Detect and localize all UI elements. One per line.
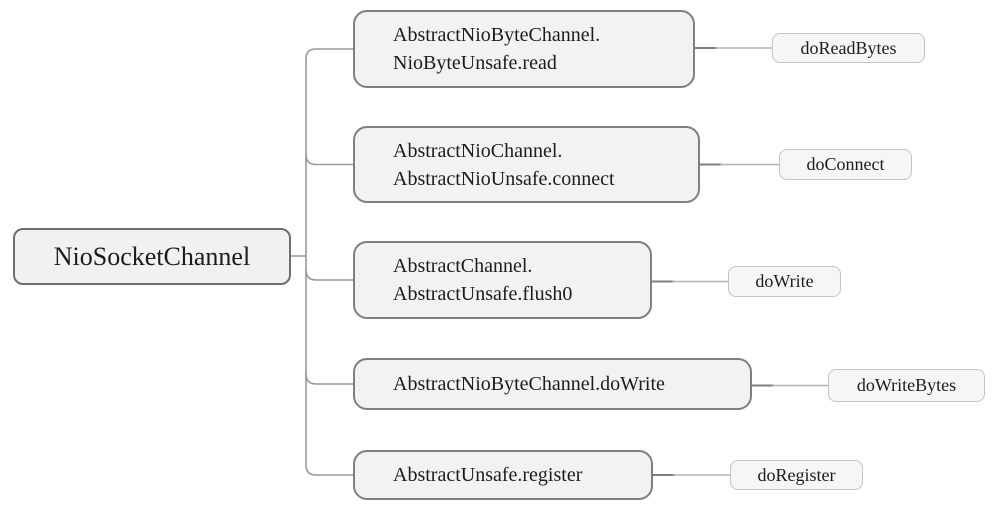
connector-line bbox=[305, 373, 353, 385]
delegate-label: doWriteBytes bbox=[856, 375, 957, 395]
method-label-line: AbstractUnsafe.register bbox=[393, 464, 583, 486]
node-method-doConnect: AbstractNioChannel. AbstractNioUnsafe.con… bbox=[353, 126, 700, 203]
method-label-line: AbstractChannel. bbox=[393, 255, 533, 277]
connector-line bbox=[305, 154, 353, 166]
connector-line bbox=[305, 269, 353, 281]
delegate-label: doRegister bbox=[757, 464, 836, 485]
delegate-label: doConnect bbox=[806, 154, 885, 174]
method-label-line: AbstractUnsafe.flush0 bbox=[393, 283, 573, 305]
node-delegate-doWriteBytes: doWriteBytes bbox=[828, 369, 985, 402]
node-root-class: NioSocketChannel bbox=[13, 228, 291, 285]
method-label-line: AbstractNioByteChannel.doWrite bbox=[393, 373, 665, 395]
node-method-doRegister: AbstractUnsafe.register bbox=[353, 450, 653, 500]
delegate-label: doWrite bbox=[755, 271, 814, 291]
node-method-doWriteBytes: AbstractNioByteChannel.doWrite bbox=[353, 358, 752, 410]
method-label-line: NioByteUnsafe.read bbox=[393, 52, 557, 74]
method-label-line: AbstractNioByteChannel. bbox=[393, 24, 601, 46]
node-delegate-doWrite: doWrite bbox=[728, 266, 841, 297]
root-class-label: NioSocketChannel bbox=[53, 241, 251, 271]
connector-line bbox=[305, 464, 353, 476]
node-method-doWrite: AbstractChannel. AbstractUnsafe.flush0 bbox=[353, 241, 652, 319]
delegate-label: doReadBytes bbox=[800, 37, 897, 58]
method-label-line: AbstractNioUnsafe.connect bbox=[393, 167, 615, 190]
method-label-line: AbstractNioChannel. bbox=[393, 139, 563, 162]
node-delegate-doRegister: doRegister bbox=[730, 460, 863, 490]
node-method-doReadBytes: AbstractNioByteChannel. NioByteUnsafe.rea… bbox=[353, 10, 695, 88]
connector-line bbox=[305, 48, 353, 60]
node-delegate-doConnect: doConnect bbox=[779, 149, 912, 180]
node-delegate-doReadBytes: doReadBytes bbox=[772, 33, 925, 63]
